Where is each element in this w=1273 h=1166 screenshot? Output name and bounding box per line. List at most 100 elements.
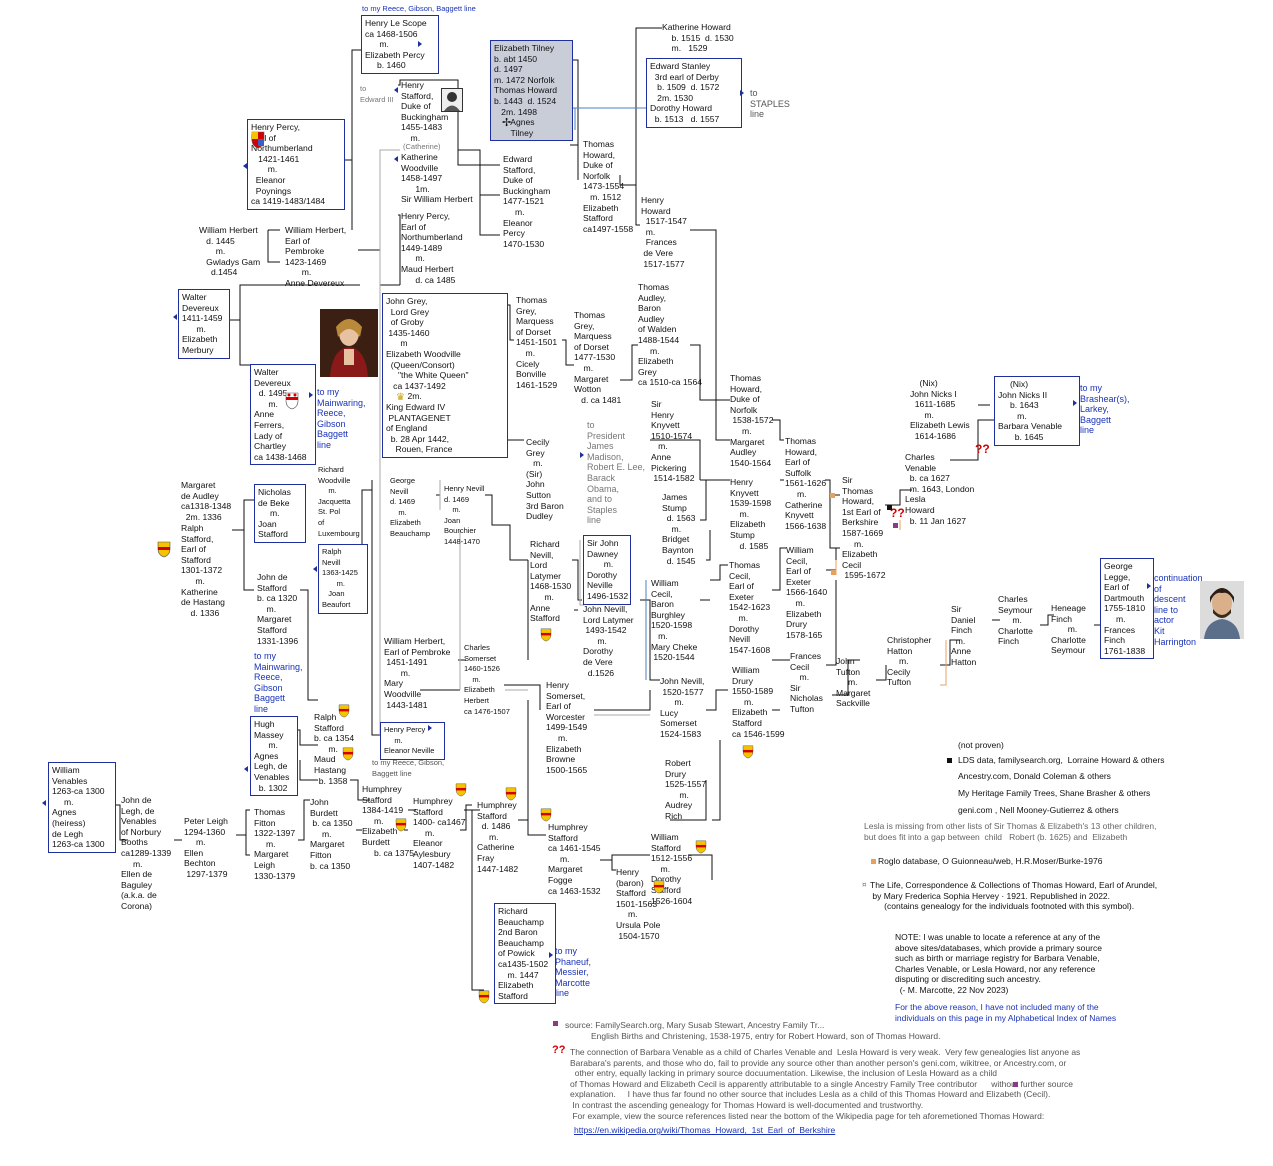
person-henry-baron-stafford[interactable]: Henry (baron) Stafford 1501-1563 m. Ursu…	[616, 867, 661, 941]
person-john-de-stafford[interactable]: John de Stafford b. ca 1320 m. Margaret …	[257, 572, 299, 646]
wikipedia-link[interactable]: https://en.wikipedia.org/wiki/Thomas_How…	[574, 1125, 836, 1135]
link-reece-top[interactable]: to my Reece, Gibson, Baggett line	[362, 4, 476, 13]
person-william-drury[interactable]: William Drury 1550-1589 m. Elizabeth Sta…	[732, 665, 785, 739]
link-phaneuf[interactable]: to my Phaneuf, Messier, Marcotte line	[555, 946, 592, 999]
arrow-left-icon[interactable]	[244, 766, 248, 772]
person-william-herbert-sr[interactable]: William Herbert d. 1445 m. Gwladys Gam d…	[199, 225, 261, 278]
person-george-legge[interactable]: George Legge, Earl of Dartmouth 1755-181…	[1100, 558, 1154, 660]
person-john-nevill-2[interactable]: John Nevill, 1520-1577 m. Lucy Somerset …	[660, 676, 705, 739]
arrow-left-icon[interactable]	[394, 87, 398, 93]
person-elizabeth-tilney[interactable]: Elizabeth Tilney b. abt 1450 d. 1497 m. …	[490, 40, 573, 142]
person-henry-le-scope[interactable]: Henry Le Scope ca 1468-1506 m. Elizabeth…	[361, 15, 439, 74]
person-charles-somerset[interactable]: Charles Somerset 1460-1526 m. Elizabeth …	[464, 643, 510, 716]
person-ralph-stafford-2[interactable]: Ralph Stafford b. ca 1354 m. Maud Hastan…	[314, 712, 355, 786]
person-thomas-audley[interactable]: Thomas Audley, Baron Audley of Walden 14…	[638, 282, 703, 388]
arrow-right-icon[interactable]	[309, 392, 313, 398]
person-christopher-hatton[interactable]: Christopher Hatton m. Cecily Tufton	[887, 635, 932, 688]
person-peter-leigh[interactable]: Peter Leigh 1294-1360 m. Ellen Bechton 1…	[184, 816, 228, 879]
arrow-right-icon[interactable]	[428, 725, 432, 731]
person-thomas-howard-berkshire[interactable]: Sir Thomas Howard, 1st Earl of Berkshire…	[842, 475, 886, 581]
person-edward-stanley[interactable]: Edward Stanley 3rd earl of Derby b. 1509…	[646, 58, 742, 128]
source-marker-black	[887, 505, 892, 510]
person-daniel-finch[interactable]: Sir Daniel Finch m. Anne Hatton	[951, 604, 977, 667]
arrow-left-icon[interactable]	[394, 156, 398, 162]
person-katherine-woodville[interactable]: Katherine Woodville 1458-1497 1m. Sir Wi…	[401, 152, 473, 205]
person-thomas-fitton[interactable]: Thomas Fitton 1322-1397 m. Margaret Leig…	[254, 807, 296, 881]
person-henry-howard[interactable]: Henry Howard 1517-1547 m. Frances de Ver…	[641, 195, 687, 269]
person-walter-devereux-1[interactable]: Walter Devereux 1411-1459 m. Elizabeth M…	[178, 289, 230, 359]
person-cecily-grey[interactable]: Cecily Grey m. (Sir) John Sutton 3rd Bar…	[526, 437, 564, 522]
arrow-left-icon[interactable]	[243, 163, 247, 169]
person-edward-stafford[interactable]: Edward Stafford, Duke of Buckingham 1477…	[503, 154, 551, 249]
arrow-right-icon[interactable]	[549, 952, 553, 958]
person-henry-percy-northumberland[interactable]: Henry Percy, Earl of Northumberland 1421…	[247, 119, 345, 210]
arrow-left-icon[interactable]	[313, 566, 317, 572]
person-john-de-legh[interactable]: John de Legh, de Venables of Norbury Boo…	[121, 795, 172, 911]
arrow-left-icon[interactable]	[173, 314, 177, 320]
person-john-nicks-1[interactable]: (Nix) John Nicks I 1611-1685 m. Elizabet…	[910, 378, 970, 441]
person-james-stump[interactable]: James Stump d. 1563 m. Bridget Baynton d…	[662, 492, 696, 566]
person-john-tufton[interactable]: John Tufton m. Margaret Sackville	[836, 656, 871, 709]
arrow-right-icon[interactable]	[580, 452, 584, 458]
person-richard-beauchamp[interactable]: Richard Beauchamp 2nd Baron Beauchamp of…	[494, 903, 556, 1005]
person-heneage-finch[interactable]: Heneage Finch m. Charlotte Seymour	[1051, 603, 1086, 656]
person-charles-seymour[interactable]: Charles Seymour m. Charlotte Finch	[998, 594, 1033, 647]
person-humphrey-stafford-2[interactable]: Humphrey Stafford 1400- ca1467 m. Eleano…	[413, 796, 466, 870]
arrow-left-icon[interactable]	[42, 800, 46, 806]
person-thomas-cecil[interactable]: Thomas Cecil, Earl of Exeter 1542-1623 m…	[729, 560, 771, 655]
person-ralph-stafford[interactable]: Ralph Stafford, Earl of Stafford 1301-13…	[181, 523, 225, 618]
person-margaret-de-audley[interactable]: Margaret de Audley ca1318-1348 2m. 1336	[181, 480, 232, 522]
person-thomas-grey-2[interactable]: Thomas Grey, Marquess of Dorset 1477-153…	[574, 310, 622, 405]
person-william-cecil[interactable]: William Cecil, Baron Burghley 1520-1598 …	[651, 578, 698, 663]
link-harrington[interactable]: continuation of descent line to actor Ki…	[1154, 573, 1203, 647]
person-frances-cecil[interactable]: Frances Cecil m. Sir Nicholas Tufton	[790, 651, 823, 714]
link-staples[interactable]: to STAPLES line	[750, 88, 790, 120]
person-john-nicks-2[interactable]: (Nix) John Nicks II b. 1643 m. Barbara V…	[994, 376, 1080, 446]
person-lesla-howard[interactable]: Charles Venable b. ca 1627 m. 1643, Lond…	[905, 452, 975, 526]
cross-icon: ✢	[502, 116, 512, 129]
person-john-burdett[interactable]: John Burdett b. ca 1350 m. Margaret Fitt…	[310, 797, 353, 871]
person-henry-knyvett-sir[interactable]: Sir Henry Knyvett 1510-1574 m. Anne Pick…	[651, 399, 695, 484]
person-richard-woodville[interactable]: Richard Woodville m. Jacquetta St. Pol o…	[318, 465, 360, 538]
person-thomas-howard-suffolk[interactable]: Thomas Howard, Earl of Suffolk 1561-1626…	[785, 436, 827, 531]
person-richard-nevill[interactable]: Richard Nevill, Lord Latymer 1468-1530 m…	[530, 539, 572, 624]
person-william-stafford[interactable]: William Stafford 1512-1556 m. Dorothy St…	[651, 832, 693, 906]
link-mainwaring-2[interactable]: to my Mainwaring, Reece, Gibson Baggett …	[254, 651, 303, 714]
person-henry-percy-eleanor-neville[interactable]: Henry Percy m. Eleanor Neville	[380, 722, 445, 760]
person-william-herbert-pembroke[interactable]: William Herbert, Earl of Pembroke 1423-1…	[285, 225, 347, 288]
link-president[interactable]: to President James Madison, Robert E. Le…	[587, 420, 646, 526]
person-ralph-nevill[interactable]: Ralph Nevill 1363-1425 m. Joan Beaufort	[318, 544, 368, 614]
person-thomas-grey-1[interactable]: Thomas Grey, Marquess of Dorset 1451-150…	[516, 295, 558, 390]
person-john-grey[interactable]: John Grey, Lord Grey of Groby 1435-1460 …	[382, 293, 508, 458]
person-henry-stafford-buckingham[interactable]: Henry Stafford, Duke of Buckingham 1455-…	[401, 80, 449, 143]
arrow-right-icon[interactable]	[418, 41, 422, 47]
link-reece-bottom[interactable]: to my Reece, Gibson, Baggett line	[372, 758, 445, 778]
link-brashear[interactable]: to my Brashear(s), Larkey, Baggett line	[1080, 383, 1130, 436]
person-thomas-howard-norfolk-2[interactable]: Thomas Howard, Duke of Norfolk 1538-1572…	[730, 373, 774, 468]
person-john-nevill-latymer[interactable]: John Nevill, Lord Latymer 1493-1542 m. D…	[583, 604, 634, 678]
link-edward-iii[interactable]: to Edward III	[360, 84, 394, 104]
person-walter-devereux-2[interactable]: Walter Devereux d. 1495 m. Anne Ferrers,…	[250, 364, 316, 466]
link-mainwaring-1[interactable]: to my Mainwaring, Reece, Gibson Baggett …	[317, 387, 366, 450]
person-william-venables[interactable]: William Venables 1263-ca 1300 m. Agnes (…	[48, 762, 116, 853]
arrow-right-icon[interactable]	[1073, 400, 1077, 406]
shield-icon	[455, 783, 467, 797]
person-henry-nevill[interactable]: Henry Nevill d. 1469 m. Joan Bourchier 1…	[444, 484, 485, 546]
person-humphrey-stafford-1[interactable]: Humphrey Stafford 1384-1419 m. Elizabeth…	[362, 784, 415, 858]
person-william-herbert-pembroke-2[interactable]: William Herbert, Earl of Pembroke 1451-1…	[384, 636, 451, 710]
person-george-nevill[interactable]: George Nevill d. 1469 m. Elizabeth Beauc…	[390, 476, 431, 538]
person-henry-somerset[interactable]: Henry Somerset, Earl of Worcester 1499-1…	[546, 680, 588, 775]
person-humphrey-stafford-4[interactable]: Humphrey Stafford ca 1461-1545 m. Margar…	[548, 822, 601, 896]
arrow-right-icon[interactable]	[740, 90, 744, 96]
person-henry-knyvett[interactable]: Henry Knyvett 1539-1598 m. Elizabeth Stu…	[730, 477, 772, 551]
person-hugh-massey[interactable]: Hugh Massey m. Agnes Legh, de Venables b…	[250, 716, 298, 797]
person-william-cecil-exeter[interactable]: William Cecil, Earl of Exeter 1566-1640 …	[786, 545, 828, 640]
person-nicholas-de-beke[interactable]: Nicholas de Beke m. Joan Stafford	[254, 484, 306, 543]
person-katherine-howard[interactable]: Katherine Howard b. 1515 d. 1530 m. 1529	[662, 22, 734, 54]
arrow-right-icon[interactable]	[1147, 583, 1151, 589]
person-thomas-howard-norfolk[interactable]: Thomas Howard, Duke of Norfolk 1473-1554…	[583, 139, 634, 234]
person-henry-percy-northumberland-2[interactable]: Henry Percy, Earl of Northumberland 1449…	[401, 211, 463, 285]
person-john-dawney[interactable]: Sir John Dawney m. Dorothy Neville 1496-…	[583, 535, 631, 605]
person-humphrey-stafford-3[interactable]: Humphrey Stafford d. 1486 m. Catherine F…	[477, 800, 519, 874]
person-robert-drury[interactable]: Robert Drury 1525-1557 m. Audrey Rich	[665, 758, 707, 821]
